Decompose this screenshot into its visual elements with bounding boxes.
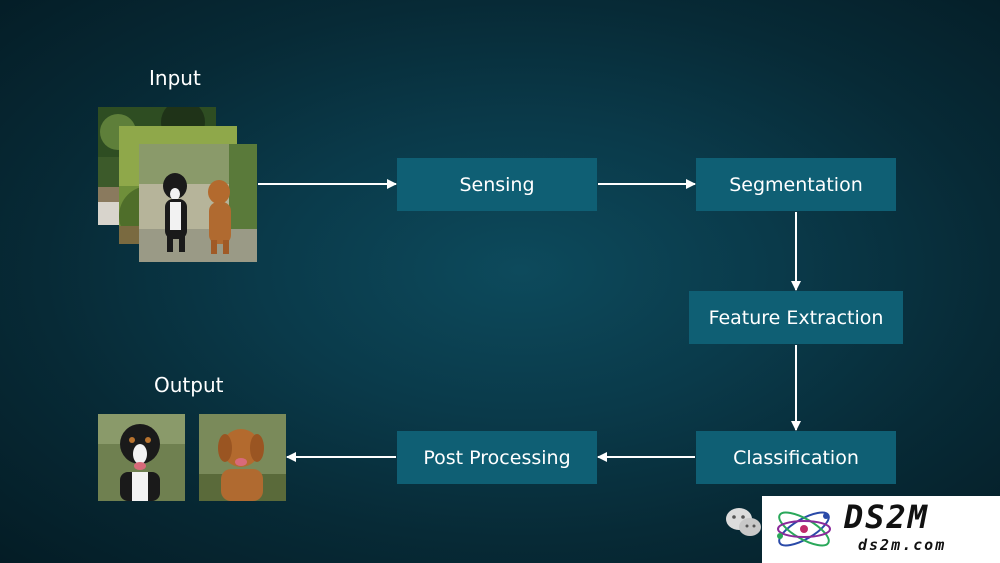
sensing-box: Sensing — [397, 158, 597, 211]
output-label: Output — [154, 373, 224, 397]
watermark-brand: DS2M — [844, 498, 930, 536]
output-image-dog-2 — [199, 414, 286, 501]
input-image-front-dogs — [139, 144, 257, 262]
watermark-site: ds2m.com — [858, 536, 947, 554]
segmentation-box: Segmentation — [696, 158, 896, 211]
classification-box: Classification — [696, 431, 896, 484]
atom-logo-icon — [777, 511, 831, 547]
feature-extraction-box: Feature Extraction — [689, 291, 903, 344]
watermark-panel: DS2M ds2m.com — [762, 496, 1000, 563]
post-processing-box: Post Processing — [397, 431, 597, 484]
wechat-icon — [726, 508, 761, 536]
output-image-dog-1 — [98, 414, 185, 501]
input-label: Input — [149, 66, 201, 90]
